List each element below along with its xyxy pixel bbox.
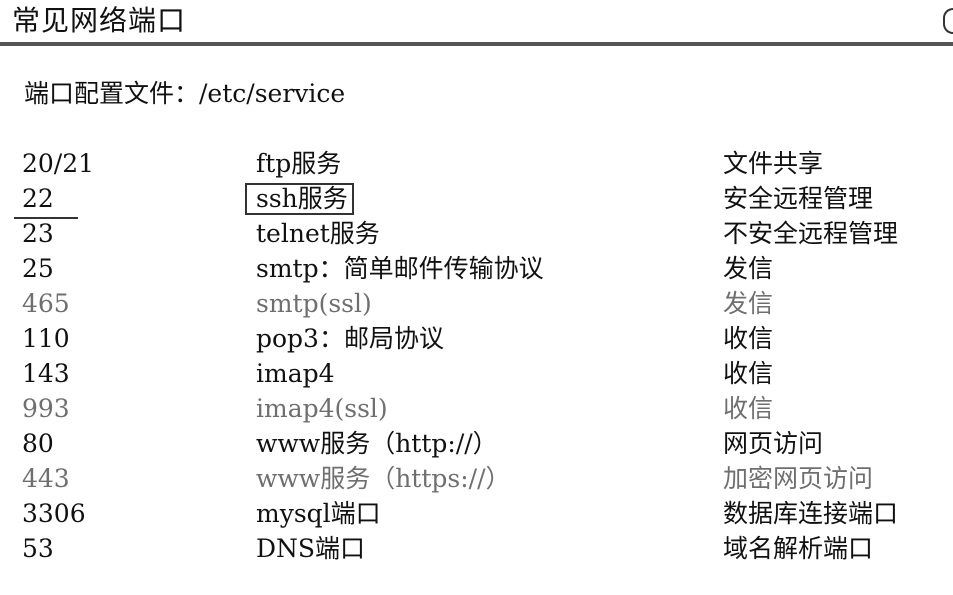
port-number-underlined: 22	[14, 181, 78, 219]
service-description: 收信	[723, 359, 774, 388]
table-row: 3306 mysql端口 数据库连接端口	[0, 496, 953, 531]
table-row: 20/21 ftp服务 文件共享	[0, 146, 953, 181]
table-row: 22 ssh服务 安全远程管理	[0, 181, 953, 219]
service-name: pop3：邮局协议	[256, 324, 444, 353]
corner-bracket-icon	[943, 8, 953, 34]
table-row: 80 www服务（http://） 网页访问	[0, 426, 953, 461]
port-number: 443	[22, 464, 70, 493]
config-file-line: 端口配置文件：/etc/service	[24, 79, 346, 108]
service-description: 文件共享	[723, 149, 824, 178]
service-description: 不安全远程管理	[723, 219, 899, 248]
service-name: www服务（http://）	[256, 429, 498, 458]
table-row: 53 DNS端口 域名解析端口	[0, 531, 953, 566]
service-name: imap4	[256, 359, 335, 388]
service-name: telnet服务	[256, 219, 380, 248]
port-number: 20/21	[22, 149, 95, 178]
table-row: 465 smtp(ssl) 发信	[0, 286, 953, 321]
port-number: 23	[22, 219, 54, 248]
service-description: 发信	[723, 254, 774, 283]
service-description: 加密网页访问	[723, 464, 874, 493]
service-name: mysql端口	[256, 499, 381, 528]
service-name: DNS端口	[256, 534, 366, 563]
port-number: 53	[22, 534, 54, 563]
service-name: smtp：简单邮件传输协议	[256, 254, 544, 283]
service-description: 域名解析端口	[723, 534, 874, 563]
port-number: 25	[22, 254, 54, 283]
port-number: 465	[22, 289, 70, 318]
port-number: 110	[22, 324, 70, 353]
service-name: smtp(ssl)	[256, 289, 372, 318]
port-number: 22	[14, 181, 78, 219]
service-description: 发信	[723, 289, 774, 318]
service-description: 数据库连接端口	[723, 499, 899, 528]
title-divider	[0, 42, 953, 46]
table-row: 25 smtp：简单邮件传输协议 发信	[0, 251, 953, 286]
table-row: 23 telnet服务 不安全远程管理	[0, 216, 953, 251]
table-row: 143 imap4 收信	[0, 356, 953, 391]
table-row: 443 www服务（https://） 加密网页访问	[0, 461, 953, 496]
service-name: ftp服务	[256, 149, 342, 178]
port-number: 993	[22, 394, 70, 423]
table-row: 110 pop3：邮局协议 收信	[0, 321, 953, 356]
service-description: 网页访问	[723, 429, 824, 458]
page-title: 常见网络端口	[12, 4, 187, 37]
port-table: 20/21 ftp服务 文件共享 22 ssh服务 安全远程管理 23 teln…	[0, 146, 953, 566]
port-number: 80	[22, 429, 54, 458]
port-number: 3306	[22, 499, 86, 528]
service-description: 收信	[723, 324, 774, 353]
service-name: www服务（https://）	[256, 464, 511, 493]
service-description: 安全远程管理	[723, 184, 874, 213]
service-name-boxed: ssh服务	[245, 181, 354, 216]
service-description: 收信	[723, 394, 774, 423]
table-row: 993 imap4(ssl) 收信	[0, 391, 953, 426]
port-number: 143	[22, 359, 70, 388]
service-name: ssh服务	[245, 181, 354, 216]
service-name: imap4(ssl)	[256, 394, 388, 423]
